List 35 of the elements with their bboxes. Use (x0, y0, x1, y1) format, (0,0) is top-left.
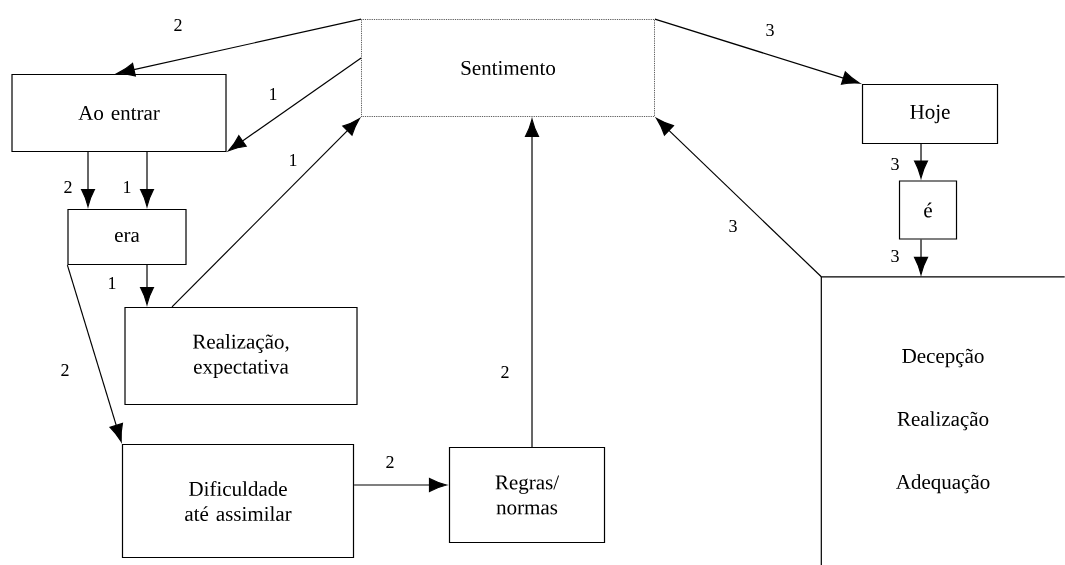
edge-label: 2 (59, 363, 71, 377)
edge-label: 1 (267, 87, 279, 101)
arrow (353, 477, 448, 493)
arrow (80, 151, 96, 208)
process-box: é (898, 180, 958, 240)
open-box: Decepção Realização Adequação (820, 276, 1065, 565)
arrow (228, 57, 362, 152)
arrow (913, 239, 929, 275)
arrow (656, 118, 822, 278)
edge-label: 3 (889, 248, 901, 264)
process-box: Ao entrar (11, 73, 227, 153)
arrow (524, 118, 540, 448)
edge-label: 3 (889, 156, 901, 172)
arrow (116, 18, 362, 77)
edge-label: 2 (172, 18, 184, 32)
edge-label: 1 (106, 276, 118, 290)
edge-label: 3 (727, 218, 739, 234)
arrow (66, 264, 123, 443)
arrow (913, 143, 929, 179)
edge-label: 3 (764, 22, 776, 38)
edge-label: 1 (121, 180, 133, 194)
process-box: Regras/ normas (448, 446, 606, 544)
process-box: Dificuldade até assimilar (121, 443, 355, 559)
process-box: Realização, expectativa (124, 306, 358, 406)
edge-label: 1 (287, 153, 299, 167)
edge-label: 2 (62, 180, 74, 194)
arrow (139, 151, 155, 208)
edge-label: 2 (384, 455, 396, 469)
dotted-box: Sentimento (361, 19, 655, 117)
process-box: era (67, 208, 187, 266)
edge-label: 2 (499, 365, 511, 379)
arrow (139, 264, 155, 306)
arrow (171, 118, 360, 308)
arrow (654, 18, 861, 85)
process-box: Hoje (861, 83, 999, 145)
